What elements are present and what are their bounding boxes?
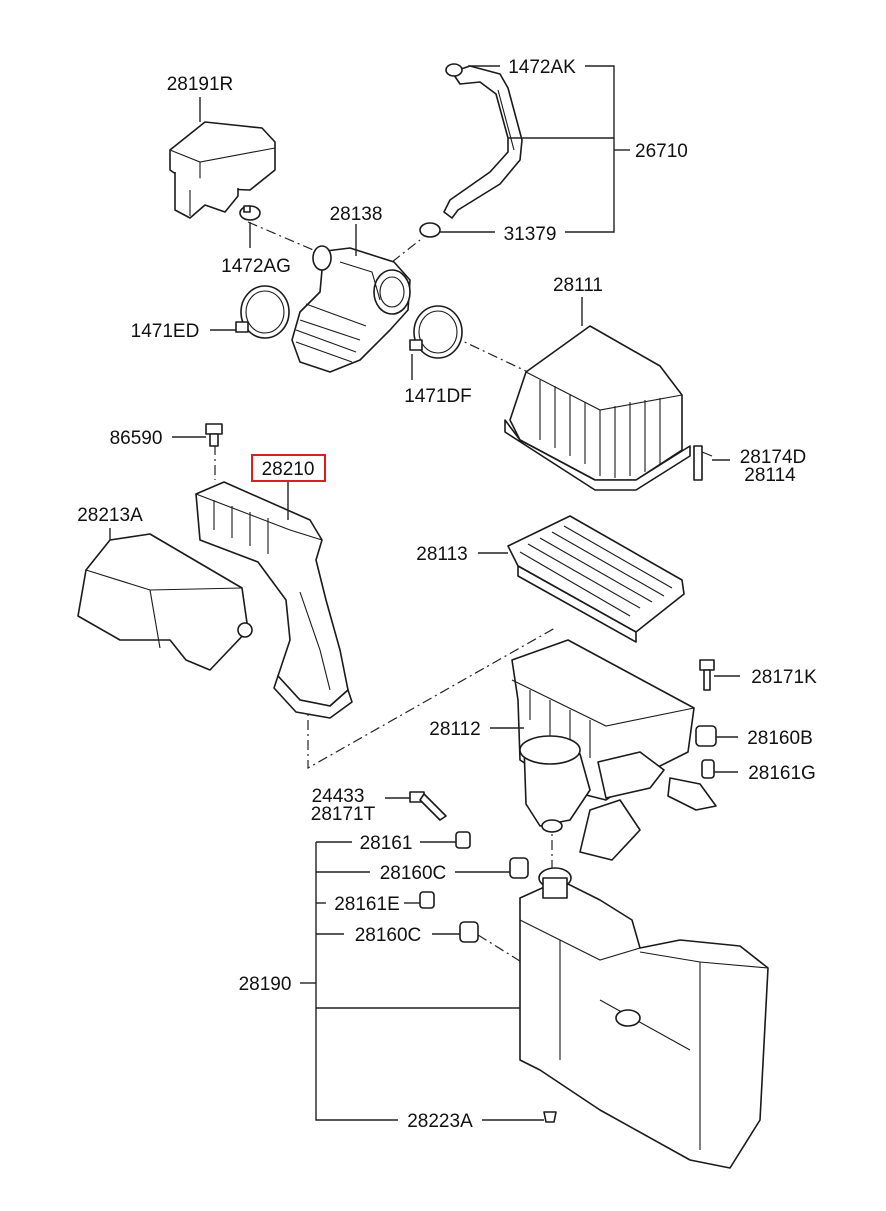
label-24433[interactable]: 24433	[312, 786, 365, 807]
label-28113[interactable]: 28113	[416, 544, 467, 565]
leader-lines	[109, 65, 740, 1121]
label-28213A[interactable]: 28213A	[77, 505, 143, 526]
grommet-28160B-part	[695, 725, 717, 747]
bolt-24433-part	[409, 791, 447, 821]
bolt-28171K-part	[699, 659, 715, 691]
label-28161G[interactable]: 28161G	[748, 763, 816, 784]
label-1472AK[interactable]: 1472AK	[508, 57, 576, 78]
label-28160C-lower[interactable]: 28160C	[355, 925, 422, 946]
label-1471ED[interactable]: 1471ED	[131, 321, 200, 342]
pin-28161E-part	[419, 891, 435, 909]
label-28190[interactable]: 28190	[239, 974, 292, 995]
pin-28161-part	[455, 831, 471, 849]
label-28112[interactable]: 28112	[429, 719, 480, 740]
label-1472AG[interactable]: 1472AG	[221, 256, 291, 277]
label-31379[interactable]: 31379	[504, 224, 557, 245]
air-cleaner-cover-part	[504, 325, 691, 491]
label-28114[interactable]: 28114	[744, 465, 796, 486]
label-86590[interactable]: 86590	[110, 428, 163, 449]
clamp-1471DF-part	[409, 305, 463, 359]
grommet-28160C-b-part	[459, 921, 479, 943]
pin-28161G-part	[701, 759, 715, 779]
grommet-28160C-a-part	[509, 857, 529, 879]
resonator-housing-part	[519, 867, 769, 1169]
intake-duct-part	[291, 245, 411, 373]
label-28223A[interactable]: 28223A	[407, 1111, 473, 1132]
label-28210[interactable]: 28210	[262, 459, 315, 480]
filter-element-part	[507, 515, 685, 643]
label-28111[interactable]: 28111	[553, 275, 603, 296]
label-28160B[interactable]: 28160B	[747, 728, 813, 749]
label-28138[interactable]: 28138	[330, 204, 383, 225]
breather-hose-part	[419, 63, 523, 238]
label-26710[interactable]: 26710	[635, 141, 688, 162]
air-cleaner-lower-body-part	[511, 639, 717, 861]
label-28171K[interactable]: 28171K	[751, 667, 817, 688]
highlight-box-28210	[251, 454, 326, 482]
bracket-28213A-part	[77, 533, 253, 671]
label-28191R[interactable]: 28191R	[167, 74, 234, 95]
label-28161[interactable]: 28161	[360, 833, 413, 854]
label-28161E[interactable]: 28161E	[334, 894, 400, 915]
clip-28174D-part	[693, 445, 713, 481]
pin-28223A-part	[543, 1111, 557, 1123]
bolt-86590-part	[205, 423, 223, 447]
label-28160C-upper[interactable]: 28160C	[380, 863, 447, 884]
label-28171T[interactable]: 28171T	[311, 804, 376, 825]
part-number-labels: 28191R 1472AK 26710 28138 31379 1472AG 1…	[77, 57, 817, 1132]
clamp-1472AG-part	[239, 205, 261, 221]
resonator-cap-part	[169, 121, 276, 219]
label-1471DF[interactable]: 1471DF	[404, 386, 472, 407]
air-duct-part	[195, 481, 353, 719]
label-28174D[interactable]: 28174D	[740, 447, 807, 468]
clamp-1471ED-part	[235, 285, 290, 339]
